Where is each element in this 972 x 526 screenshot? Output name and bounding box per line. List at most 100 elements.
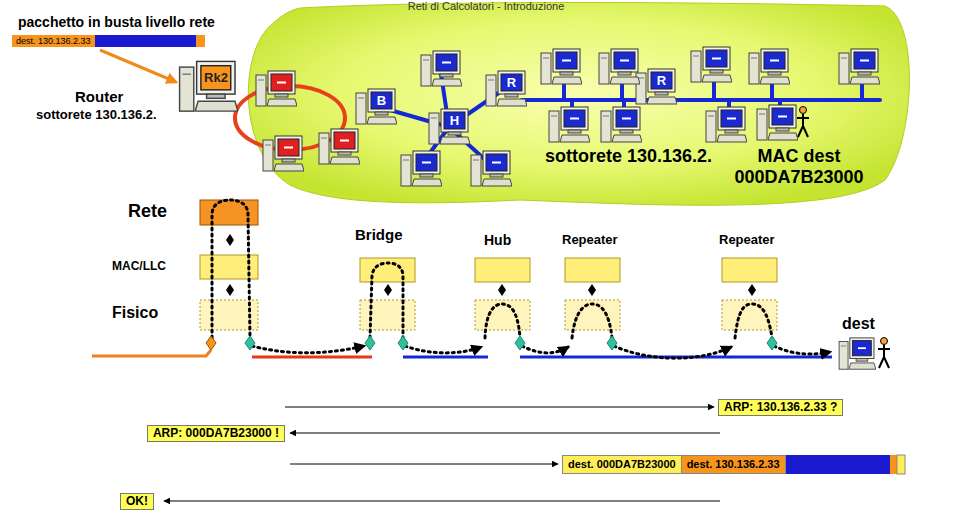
box-text: ARP: 130.136.2.33 ? xyxy=(724,400,837,414)
device-name: Router xyxy=(75,88,123,106)
host-name: dest xyxy=(842,314,875,333)
drawing-part xyxy=(290,433,720,434)
drawing-part xyxy=(212,200,250,338)
box-text: dest. 000DA7B23000 xyxy=(568,458,676,470)
subnet-address: sottorete 130.136.2. xyxy=(36,107,157,123)
device-letter: R xyxy=(501,74,522,91)
drawing-part xyxy=(588,284,596,296)
computer-icons xyxy=(180,47,890,369)
computer-icon xyxy=(429,109,470,144)
computer-icon xyxy=(549,107,590,142)
drawing-part xyxy=(290,464,558,465)
device-letter: H xyxy=(444,112,465,129)
port-diamond xyxy=(245,336,777,350)
drawing-part xyxy=(735,304,772,338)
packet-header: dest. 130.136.2.33 xyxy=(12,35,95,47)
ack-box: OK! xyxy=(120,493,154,510)
computer-icon xyxy=(541,49,582,84)
drawing-part xyxy=(562,84,566,100)
drawing-part xyxy=(485,304,520,338)
computer-icon xyxy=(797,107,809,138)
layer-name: MAC/LLC xyxy=(112,259,166,273)
computer-icon xyxy=(421,51,462,86)
layer-name: Rete xyxy=(128,200,167,222)
computer-icon xyxy=(263,136,304,171)
drawing-part xyxy=(226,284,234,296)
computer-icon xyxy=(256,71,297,106)
drawing-part xyxy=(722,258,777,282)
ip-header: dest. 130.136.2.33 xyxy=(681,455,786,474)
computer-icon xyxy=(319,129,360,164)
device-letter: Rk2 xyxy=(201,66,231,90)
drawing-part xyxy=(226,234,234,246)
mac-address: MAC dest 000DA7B23000 xyxy=(728,146,870,188)
computer-icon xyxy=(706,107,747,142)
computer-icon xyxy=(878,338,890,369)
drawing-part xyxy=(522,346,568,353)
packet-payload xyxy=(95,35,196,47)
page-title: Reti di Calcolatori - Introduzione xyxy=(0,0,972,12)
device-name: Bridge xyxy=(355,226,403,244)
drawing-part xyxy=(245,336,255,350)
computer-icon xyxy=(691,47,732,82)
drawing-part xyxy=(767,336,777,350)
bus-cabling xyxy=(522,82,880,110)
subnet-region xyxy=(248,3,909,206)
device-letter: B xyxy=(371,92,392,109)
packet-path xyxy=(212,200,830,358)
computer-icon xyxy=(839,338,876,369)
drawing-part xyxy=(712,82,716,100)
computer-icon xyxy=(599,49,640,84)
drawing-part xyxy=(164,501,720,502)
drawing-part xyxy=(252,346,364,353)
drawing-part xyxy=(384,284,392,296)
drawing-part xyxy=(774,346,830,354)
drawing-part xyxy=(572,304,612,338)
arp-reply: ARP: 000DA7B23000 ! xyxy=(147,425,285,442)
drawing-part xyxy=(390,110,449,127)
port-diamond xyxy=(206,336,216,350)
subnet-address: sottorete 130.136.2. xyxy=(545,146,712,166)
box-text: ARP: 000DA7B23000 ! xyxy=(153,426,279,440)
computer-icon xyxy=(471,151,512,186)
computer-icon xyxy=(636,69,677,104)
packet-trailer xyxy=(890,455,897,474)
drawing-part xyxy=(522,98,880,102)
computer-icon xyxy=(749,49,790,84)
device-letter: R xyxy=(651,72,672,89)
medium-line xyxy=(520,356,832,359)
caption-text: pacchetto in busta livello rete xyxy=(18,14,215,31)
drawing-part xyxy=(365,336,375,350)
drawing-part xyxy=(515,336,525,350)
drawing-part xyxy=(498,284,506,296)
drawing-part xyxy=(475,258,530,282)
medium-line xyxy=(252,356,372,359)
drawing-part xyxy=(370,263,403,338)
computer-icon xyxy=(757,105,798,140)
drawing-part xyxy=(620,84,624,100)
computer-icon xyxy=(486,71,527,106)
drawing-part xyxy=(565,258,620,282)
drawing-part xyxy=(285,407,714,408)
layer-boxes xyxy=(200,200,777,330)
packet-trailer xyxy=(196,35,205,47)
packet-arrow xyxy=(100,50,176,82)
computer-icon xyxy=(601,107,642,142)
drawing-part xyxy=(405,346,481,353)
layer-name: Fisico xyxy=(112,303,158,322)
box-text: OK! xyxy=(126,494,148,508)
box-text: dest. 130.136.2.33 xyxy=(687,458,780,470)
drawing-part xyxy=(860,84,864,100)
computer-icon xyxy=(180,61,238,111)
medium-line xyxy=(403,356,488,359)
arp-request: ARP: 130.136.2.33 ? xyxy=(718,399,843,416)
mac-header: dest. 000DA7B23000 xyxy=(562,455,682,474)
drawing-part xyxy=(614,346,731,358)
message-arrow xyxy=(164,407,720,501)
drawing-part xyxy=(607,336,617,350)
drawing-part xyxy=(360,300,415,330)
drawing-part xyxy=(748,284,756,296)
device-name: Hub xyxy=(484,232,511,249)
medium-line xyxy=(92,350,211,356)
